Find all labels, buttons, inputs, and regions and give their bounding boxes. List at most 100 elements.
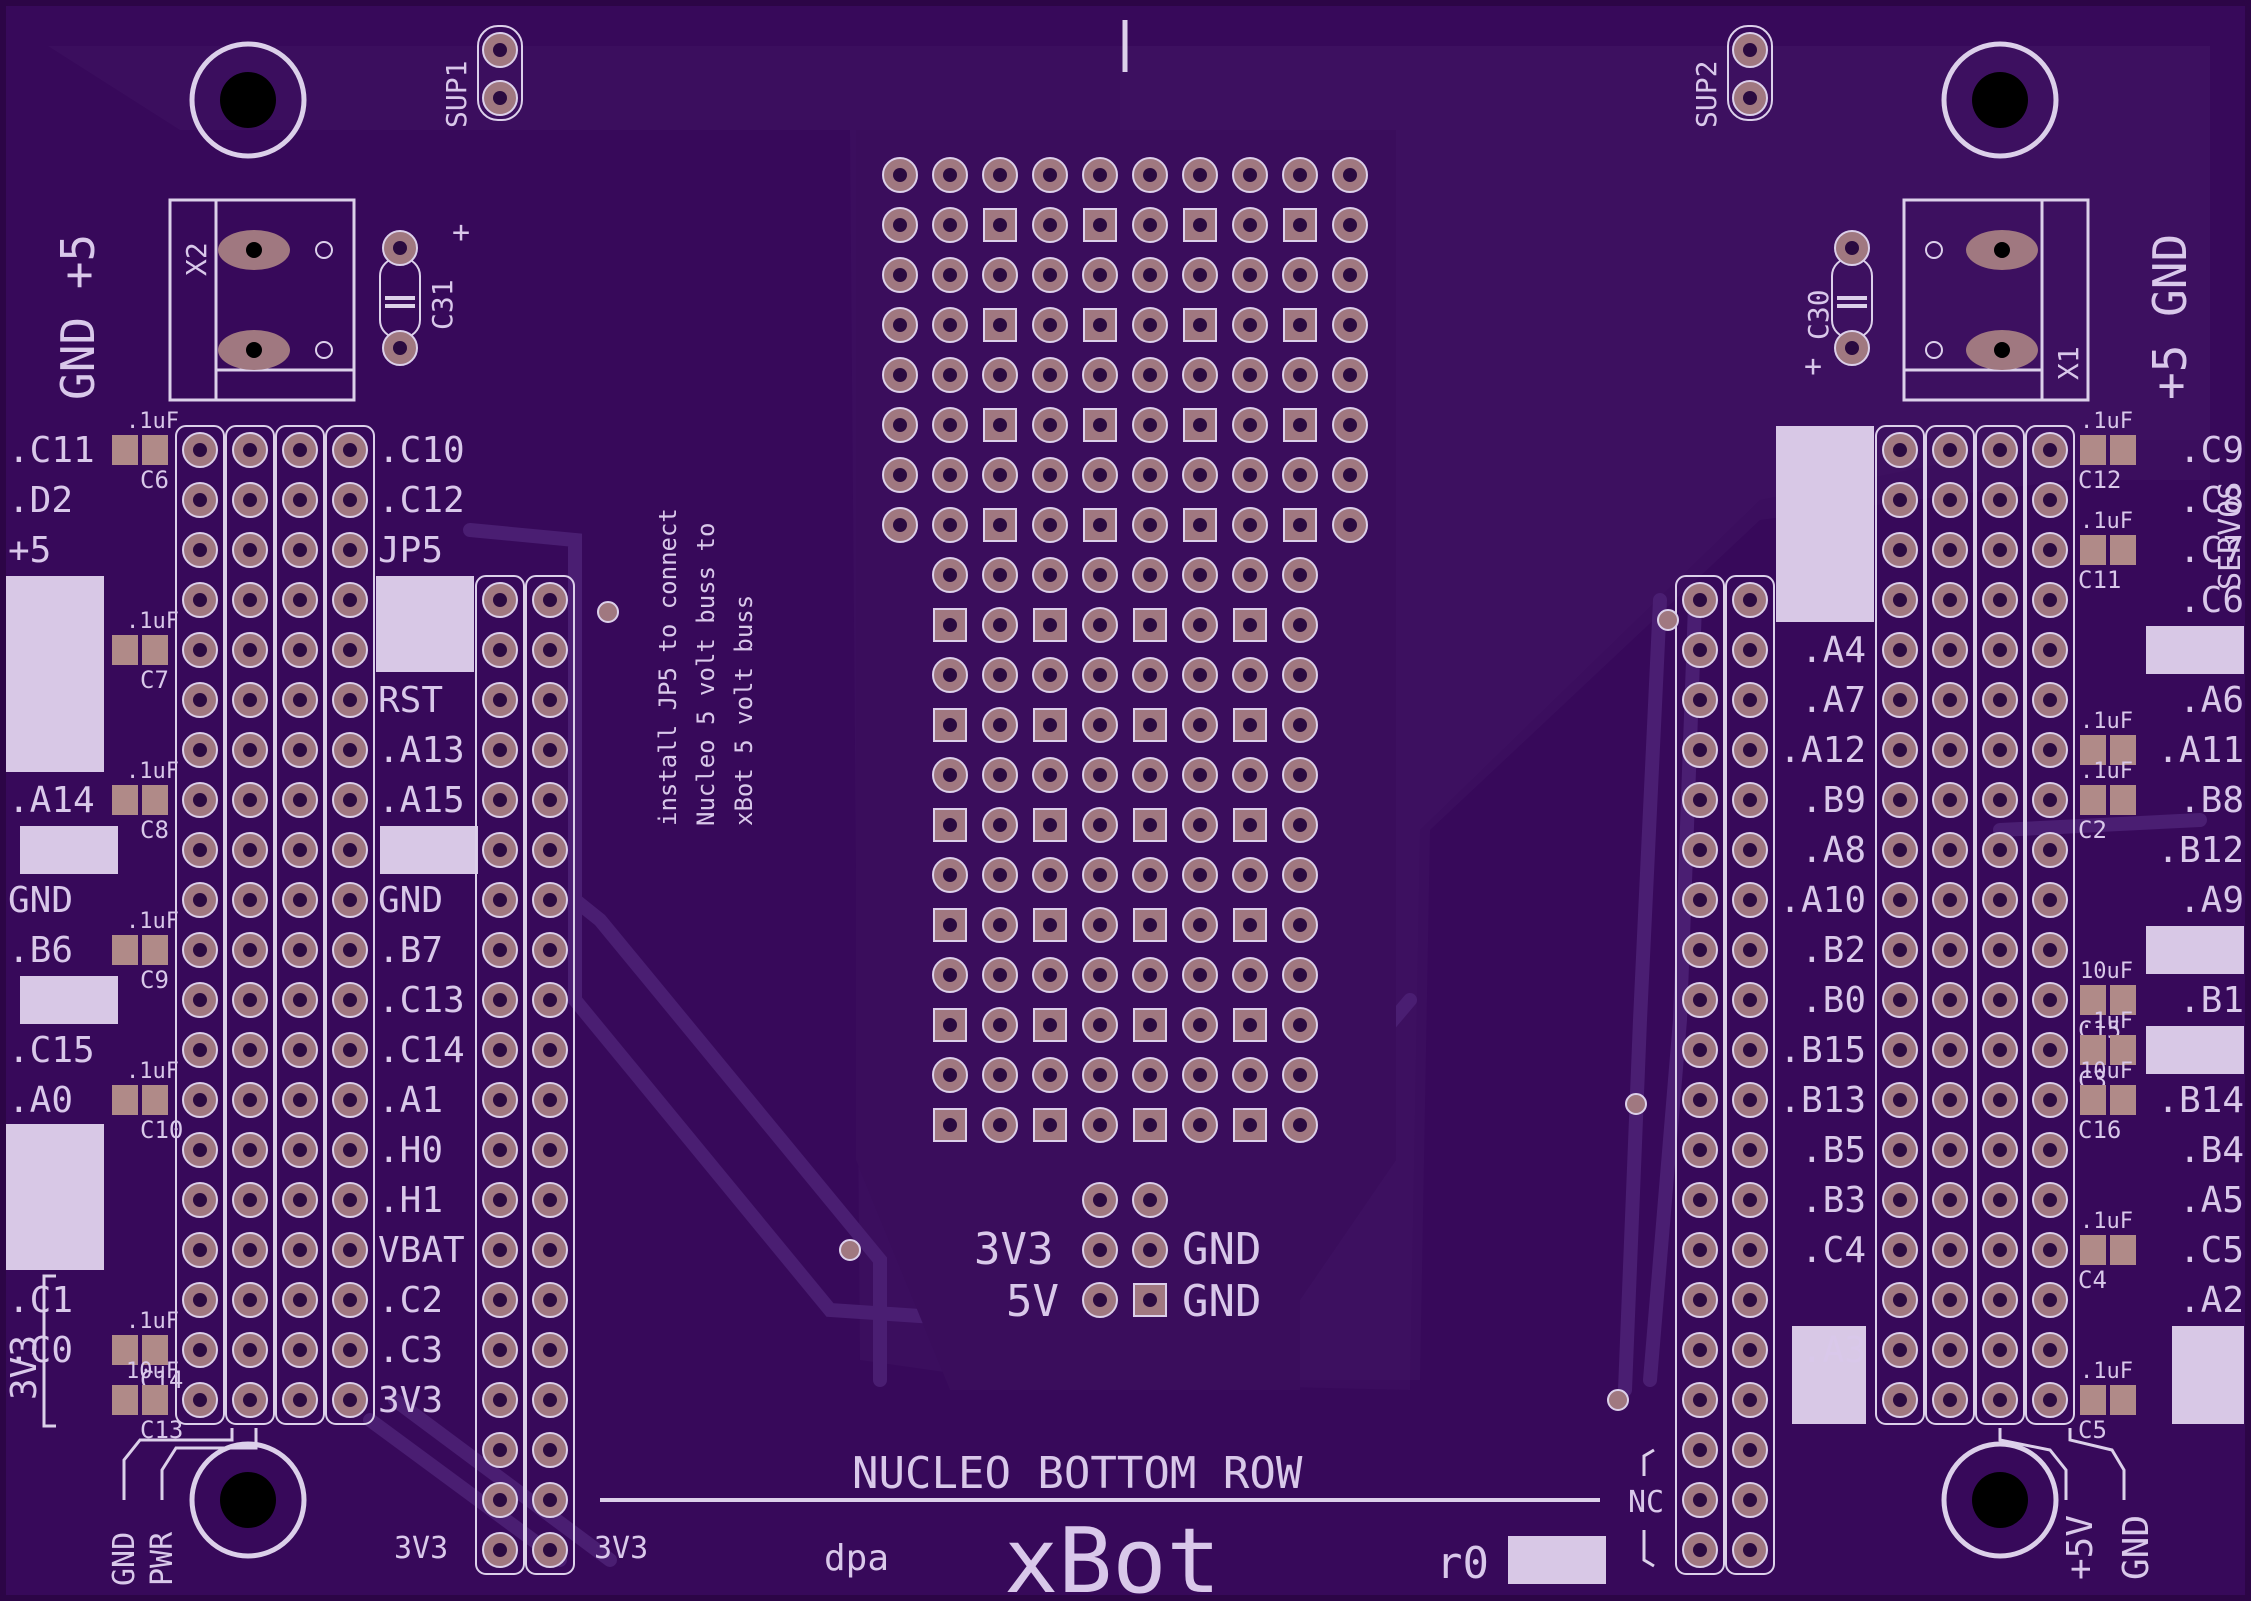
proto-pad [1332,207,1368,243]
proto-pad [1082,1057,1118,1093]
cap-value: .1uF [126,1059,179,1084]
proto-pad [1332,457,1368,493]
vias [597,601,1679,1411]
left-inner-pin-label: .C2 [378,1280,443,1321]
header-pad [1882,1382,1918,1418]
x2-label: X2 [180,242,213,276]
left-inner-pin-label: .A13 [378,730,465,771]
right-outer-pin-label: .B4 [2179,1130,2244,1171]
proto-pad [1032,757,1068,793]
capacitor-c30: C30 + [1802,230,1873,384]
header-pad [1732,832,1768,868]
header-pad [2032,832,2068,868]
proto-pad [882,457,918,493]
proto-pad [982,757,1018,793]
terminal-block-x2: X2 [168,198,356,402]
proto-pad [1182,1057,1218,1093]
header-pad [1732,782,1768,818]
proto-pad [1083,308,1117,342]
proto-pad [982,907,1018,943]
cap-name: C4 [2078,1266,2107,1294]
proto-pad [1182,807,1218,843]
left-outer-pin-label: .A0 [8,1080,73,1121]
right-outer-pin-label: .B1 [2179,980,2244,1021]
smd-pad [2080,785,2106,815]
left-header-col-6 [525,575,575,1575]
header-pad [532,782,568,818]
header-pad [182,632,218,668]
smd-pad [142,1335,168,1365]
header-pad [232,1232,268,1268]
header-pad [282,882,318,918]
header-pad [2032,1132,2068,1168]
smd-pad [2110,735,2136,765]
header-pad [232,532,268,568]
proto-pad [1233,1008,1267,1042]
header-pad [1732,1432,1768,1468]
header-pad [1932,632,1968,668]
proto-pad [1282,857,1318,893]
proto-pad [1232,157,1268,193]
proto-pad [1082,657,1118,693]
header-pad [1732,1482,1768,1518]
header-pad [182,482,218,518]
board-title: xBot [1004,1509,1221,1601]
proto-pad [1083,408,1117,442]
header-pad [282,1282,318,1318]
proto-pad [1132,257,1168,293]
header-pad [1882,1332,1918,1368]
proto-pad [1032,257,1068,293]
header-pad [1882,1182,1918,1218]
proto-pad [1033,808,1067,842]
right-inner-pin-label: .A10 [1779,880,1866,921]
proto-pad [1232,757,1268,793]
header-pad [482,732,518,768]
proto-pad [983,508,1017,542]
proto-pad [1182,757,1218,793]
proto-pad [1232,507,1268,543]
mounting-holes [189,41,2059,1559]
proto-pad [1183,508,1217,542]
header-pad [1732,1082,1768,1118]
proto-pad [1132,357,1168,393]
header-pad [1682,582,1718,618]
proto-pad [982,1007,1018,1043]
header-pad [332,432,368,468]
proto-pad [1282,707,1318,743]
header-pad [1982,882,2018,918]
header-pad [332,732,368,768]
header-pad [532,1132,568,1168]
smd-pad [112,635,138,665]
cap-value: .1uF [2080,409,2133,434]
proto-pad [1082,807,1118,843]
proto-pad [1283,208,1317,242]
header-pad [1682,1282,1718,1318]
cap-name: C2 [2078,816,2107,844]
header-pad [1982,432,2018,468]
proto-pad [1183,408,1217,442]
header-pad [1682,982,1718,1018]
left-outer-pin-label: +5 [8,530,51,571]
header-pad [2032,982,2068,1018]
header-pad [1682,1432,1718,1468]
header-pad [482,1132,518,1168]
header-pad [1882,532,1918,568]
header-pad [482,1282,518,1318]
pin-labels: .C11.D2+5.A14GND.B6.C15.A0.C1.C0.C10.C12… [8,430,2244,1421]
header-pad [532,1482,568,1518]
header-pad [1732,982,1768,1018]
header-pad [482,1332,518,1368]
proto-pad [1283,508,1317,542]
proto-pad [1282,157,1318,193]
sup2-label: SUP2 [1690,61,1723,128]
header-pad [332,1132,368,1168]
proto-pad [1032,857,1068,893]
header-pad [2032,682,2068,718]
center-5v-label: 5V [1006,1276,1059,1327]
proto-pad [983,408,1017,442]
right-header-col-6 [2025,425,2075,1425]
